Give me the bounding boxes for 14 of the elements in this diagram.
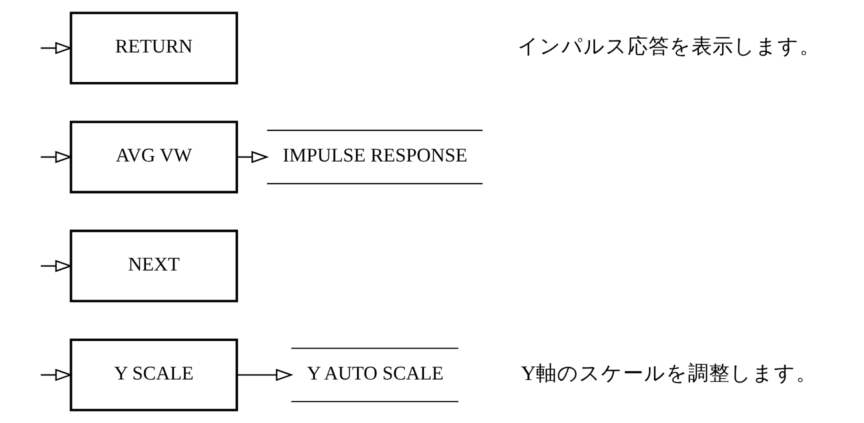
node-box: Y SCALE [69, 338, 238, 412]
arrow [40, 150, 72, 164]
arrow [40, 368, 72, 382]
arrow [40, 42, 72, 54]
node-box: AVG VW [69, 120, 238, 194]
arrow [40, 260, 72, 272]
label: Y軸のスケールを調整します。 [520, 362, 816, 385]
node-box: RETURN [69, 12, 238, 84]
node-text: IMPULSE RESPONSE [282, 146, 467, 167]
arrow [236, 368, 293, 382]
label: インパルス応答を表示します。 [516, 36, 820, 58]
arrow [236, 150, 268, 164]
node-box: NEXT [69, 230, 238, 302]
node-text: Y AUTO SCALE [306, 364, 444, 385]
